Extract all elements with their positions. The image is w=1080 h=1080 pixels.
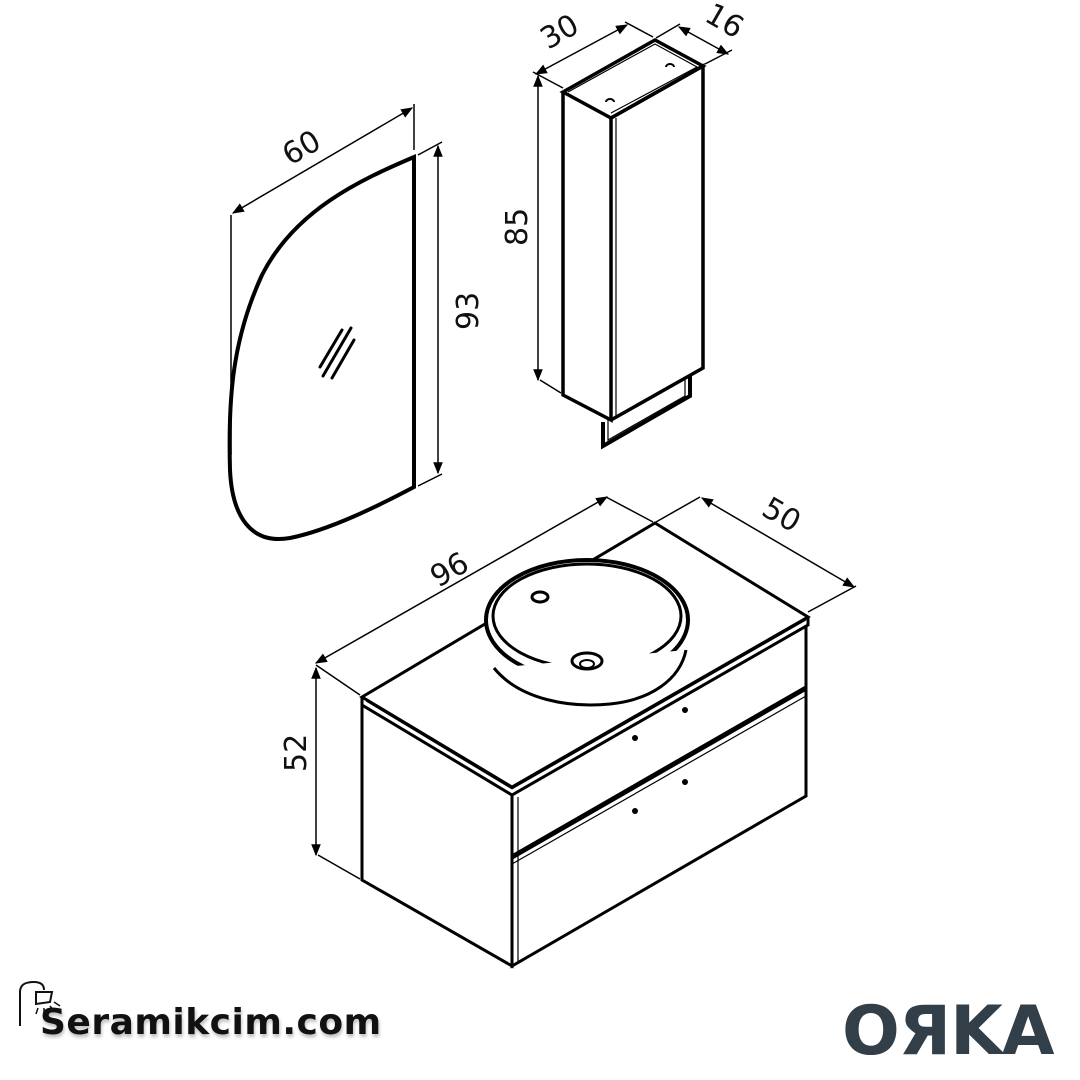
dimension-vanity-width <box>314 496 654 696</box>
vanity <box>311 496 857 969</box>
label-mirror-width: 60 <box>277 124 328 173</box>
label-cabinet-width: 30 <box>535 8 586 57</box>
mirror-glare-icon <box>318 326 356 380</box>
label-vanity-height: 52 <box>279 734 314 772</box>
label-cabinet-height: 85 <box>500 208 535 246</box>
label-vanity-depth: 50 <box>756 491 807 540</box>
label-cabinet-depth: 16 <box>699 0 750 46</box>
orka-logo: OЯKA <box>842 992 1054 1071</box>
dimension-cabinet-depth <box>655 23 733 65</box>
dimension-mirror-width <box>230 104 415 455</box>
label-mirror-height: 93 <box>451 292 486 330</box>
tall-cabinet <box>532 21 733 450</box>
drawer-holes <box>632 707 688 814</box>
label-vanity-width: 96 <box>425 546 476 595</box>
seramikcim-logo: Seramikcim.com <box>14 978 404 1058</box>
shower-icon <box>19 980 61 1026</box>
seramikcim-logo-text: Seramikcim.com <box>40 1002 382 1043</box>
mirror <box>227 104 443 542</box>
dimension-cabinet-height <box>533 74 562 394</box>
dimension-vanity-depth <box>655 496 857 613</box>
basin <box>484 558 690 707</box>
dimension-cabinet-width <box>532 21 654 89</box>
dimension-mirror-height <box>417 141 443 487</box>
dimension-vanity-height <box>311 666 361 880</box>
